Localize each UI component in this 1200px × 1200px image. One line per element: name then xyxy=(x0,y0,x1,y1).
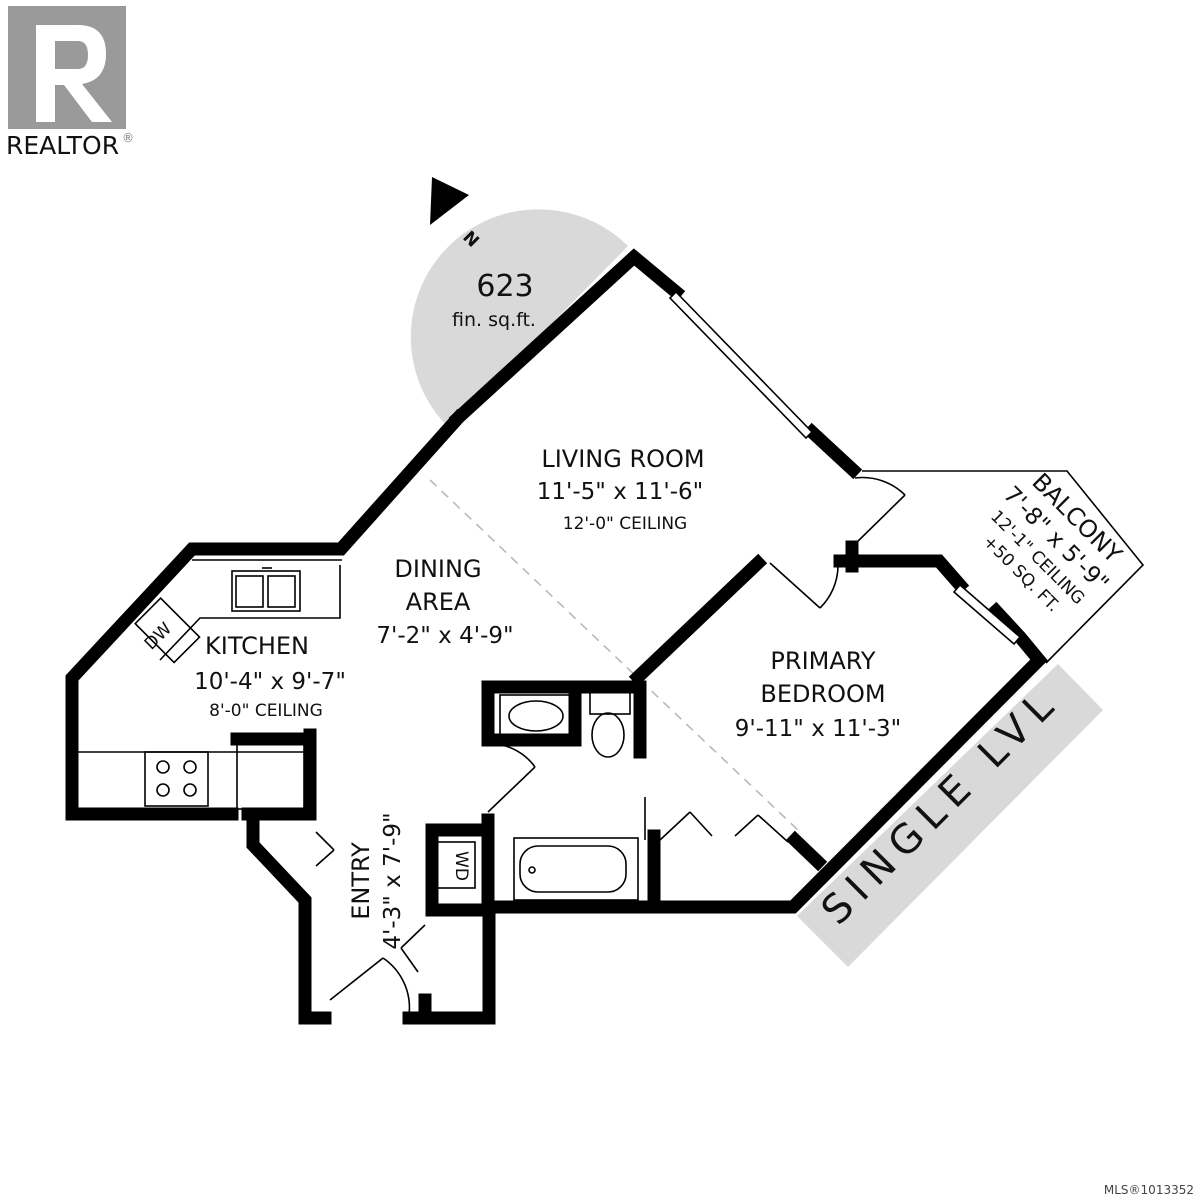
room-name: DINING xyxy=(394,555,481,583)
stove-icon xyxy=(144,751,209,807)
room-name: AREA xyxy=(406,588,471,616)
room-name: BEDROOM xyxy=(760,680,885,708)
sink-icon xyxy=(231,570,301,612)
area-unit: fin. sq.ft. xyxy=(452,309,536,331)
room-dims: 9'-11" x 11'-3" xyxy=(735,716,901,742)
fridge-icon xyxy=(236,738,305,810)
room-ceiling: 8'-0" CEILING xyxy=(209,701,323,721)
kitchen-label: KITCHEN 10'-4" x 9'-7" 8'-0" CEILING xyxy=(194,632,346,721)
room-divider xyxy=(429,479,641,681)
room-name: LIVING ROOM xyxy=(541,445,704,473)
washer-dryer-icon xyxy=(436,841,476,889)
living-room-label: LIVING ROOM 11'-5" x 11'-6" 12'-0" CEILI… xyxy=(537,445,705,534)
room-dims: 4'-3" x 7'-9" xyxy=(380,812,406,949)
balcony-label: BALCONY 7'-8" x 5'-9" 12'-1" CEILING +50… xyxy=(979,468,1128,617)
sink-icon xyxy=(508,700,564,732)
room-name: KITCHEN xyxy=(205,632,309,660)
realtor-logo[interactable]: REALTOR ® xyxy=(6,6,134,160)
single-level-banner: SINGLE LVL xyxy=(797,664,1103,967)
washer-dryer-label: WD xyxy=(451,851,471,881)
area-value: 623 xyxy=(476,269,533,304)
room-dims: 7'-2" x 4'-9" xyxy=(376,623,513,649)
living-window xyxy=(668,290,814,440)
room-name: PRIMARY xyxy=(770,647,875,675)
bathtub-icon xyxy=(513,837,639,901)
registered-mark: ® xyxy=(122,131,134,145)
room-name: ENTRY xyxy=(347,842,375,920)
doors[interactable] xyxy=(315,476,906,1016)
bath-fixtures: WD xyxy=(436,691,639,901)
dining-area-label: DINING AREA 7'-2" x 4'-9" xyxy=(376,555,513,649)
realtor-logo-text: REALTOR xyxy=(6,131,119,160)
entry-label: ENTRY 4'-3" x 7'-9" xyxy=(347,812,406,949)
room-divider xyxy=(639,679,801,833)
dishwasher-icon xyxy=(134,597,201,664)
room-ceiling: 12'-0" CEILING xyxy=(563,514,687,534)
bedroom-window xyxy=(952,583,1022,646)
primary-bedroom-label: PRIMARY BEDROOM 9'-11" x 11'-3" xyxy=(735,647,901,742)
mls-number: MLS®1013352 xyxy=(1103,1183,1194,1197)
balcony-outline xyxy=(862,470,1145,664)
north-arrow-icon xyxy=(430,177,469,225)
area-badge xyxy=(410,209,628,428)
room-dims: 10'-4" x 9'-7" xyxy=(194,669,346,695)
toilet-icon xyxy=(591,712,625,758)
walls xyxy=(65,248,1048,1025)
room-dims: 11'-5" x 11'-6" xyxy=(537,479,703,505)
